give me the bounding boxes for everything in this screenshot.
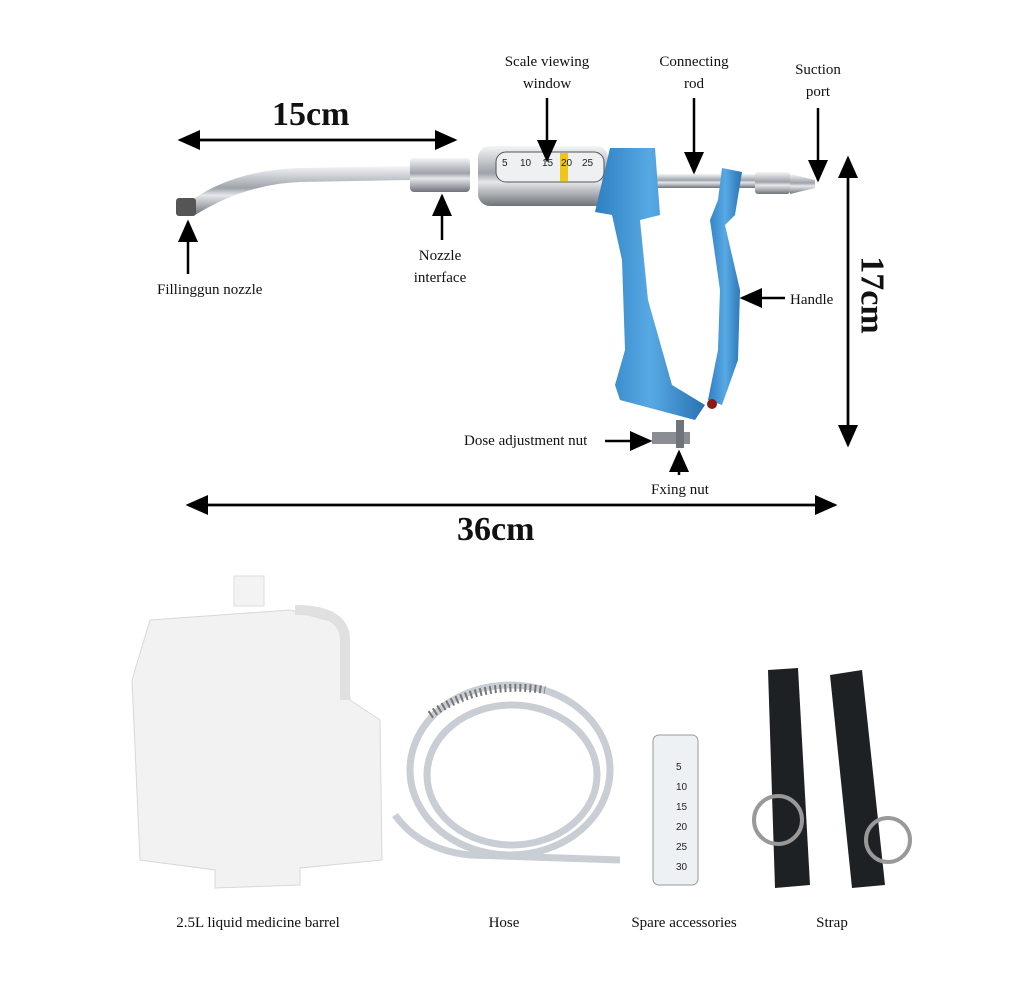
cyl-num: 25 xyxy=(676,842,688,853)
suction-port-tip xyxy=(790,174,815,194)
cyl-num: 20 xyxy=(676,822,688,833)
filling-gun xyxy=(176,146,815,448)
straps xyxy=(752,668,912,888)
label-barrel: 2.5L liquid medicine barrel xyxy=(176,915,340,931)
scale-num: 20 xyxy=(561,158,573,169)
label-hose: Hose xyxy=(488,915,520,931)
dim-15cm: 15cm xyxy=(272,96,350,133)
nozzle-tip xyxy=(176,198,196,216)
handle-trigger xyxy=(708,168,742,405)
gun-body xyxy=(595,148,705,420)
label-fixing-nut: Fxing nut xyxy=(651,482,709,498)
cyl-num: 15 xyxy=(676,802,688,813)
scale-num: 5 xyxy=(502,158,508,169)
connecting-rod xyxy=(650,174,760,188)
hose xyxy=(392,681,621,864)
dose-nut xyxy=(652,432,690,444)
label-strap: Strap xyxy=(816,915,848,931)
medicine-barrel xyxy=(131,575,383,889)
label-dose-nut: Dose adjustment nut xyxy=(464,433,588,449)
scale-num: 15 xyxy=(542,158,554,169)
cyl-num: 10 xyxy=(676,782,688,793)
scale-num: 10 xyxy=(520,158,532,169)
cyl-num: 30 xyxy=(676,862,688,873)
dim-17cm: 17cm xyxy=(853,256,891,334)
nozzle-tube xyxy=(185,166,410,215)
suction-fitting xyxy=(755,172,790,194)
cyl-num: 5 xyxy=(676,762,682,773)
spare-cylinder: 5 10 15 20 25 30 xyxy=(652,734,699,886)
scale-numbers: 5 10 15 20 25 xyxy=(502,158,594,169)
label-spare: Spare accessories xyxy=(631,915,737,931)
arrows xyxy=(177,98,858,515)
label-nozzle: Fillinggun nozzle xyxy=(157,282,263,298)
label-handle: Handle xyxy=(790,292,834,308)
nozzle-interface-part xyxy=(410,158,470,192)
scale-num: 25 xyxy=(582,158,594,169)
dim-36cm: 36cm xyxy=(457,511,535,548)
